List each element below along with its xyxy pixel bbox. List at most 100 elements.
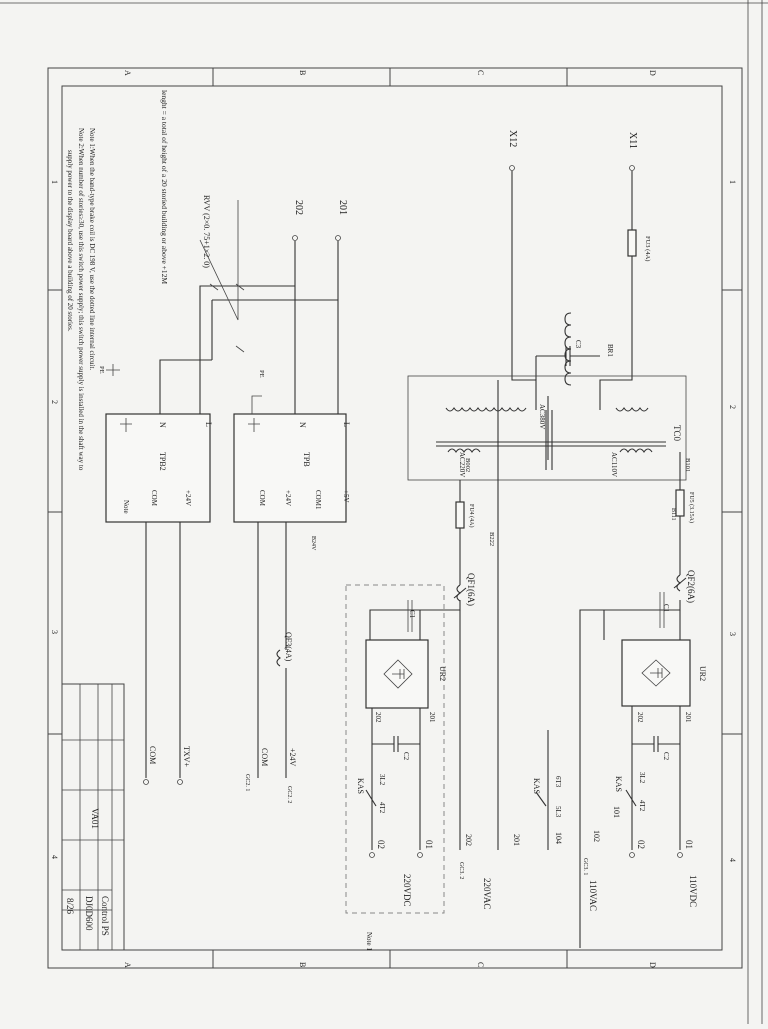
zone-col-2-right: 2 [728, 405, 737, 409]
upper-ac-voltage: 110VAC [588, 880, 598, 911]
tpb2-out-txv: TXV+ [182, 746, 191, 767]
rectifier-circuit-110vdc: C1 UR2 201 202 C2 KAS 3L2 4T2 01 02 110V… [532, 592, 707, 948]
fuse-fu5 [675, 489, 685, 517]
tpb-out-24v: +24V [288, 748, 297, 767]
secondary-110v: AC110V [610, 452, 618, 477]
fuse-fu4 [455, 501, 465, 529]
outer-frame [47, 67, 743, 969]
zone-col-3: 3 [50, 630, 59, 634]
b101-label: B101 [684, 458, 691, 472]
zone-label-a: A [123, 70, 132, 76]
inner-frame [61, 85, 723, 951]
terminal-201-label: 201 [337, 200, 348, 215]
tpb-24v: +24V [284, 490, 292, 506]
tpb-5v: +5V [342, 490, 350, 503]
upper-wire-201: 201 [684, 712, 692, 723]
tpb-gc2-1: GC2. 1 [244, 774, 250, 791]
zone-col-1-right: 1 [728, 180, 737, 184]
tpb-name: TPB [302, 452, 311, 467]
upper-wire-104: 104 [554, 832, 563, 844]
zone-col-4: 4 [50, 855, 59, 859]
tpb2-com: COM [150, 490, 158, 507]
tpb2-l-terminal: L [204, 422, 213, 427]
title-block: Control PS DJ0D600 8/26 VA01 [61, 683, 125, 951]
tpb2-note: Note [122, 500, 130, 514]
upper-dc-voltage: 110VDC [688, 875, 698, 907]
lower-wire-202: 202 [374, 712, 382, 723]
lower-wire-201: 201 [428, 712, 436, 723]
ac-wire-201: 201 [512, 834, 521, 846]
upper-3l2-label: 3L2 [638, 772, 646, 784]
upper-output-02: 02 [636, 840, 646, 849]
tpb-gc2-2: GC2. 2 [286, 786, 292, 803]
breaker-qf3-label: QF3(4A) [284, 632, 293, 662]
tpb-com1: COM1 [314, 490, 322, 510]
upper-kas-label: KAS [614, 776, 623, 792]
fuse-fu4-label: FU4 (4A) [468, 504, 475, 528]
upper-output-01: 01 [684, 840, 694, 849]
tpb-out-com: COM [260, 748, 269, 766]
breaker-qf2-label: QF2(6A) [686, 570, 696, 603]
zone-label-d-bottom: D [648, 962, 657, 968]
drawing-code: VA01 [90, 808, 100, 829]
ac-wire-202: 202 [464, 834, 473, 846]
primary-voltage: AC380V [538, 404, 546, 429]
cable-rvv-label: RVV (2×0. 75+1×2. 0) [202, 195, 211, 268]
fuse-fu3-label: FU3 (4A) [644, 236, 651, 261]
lower-c2-label: C2 [402, 752, 410, 761]
drawing-number: DJ0D600 [84, 896, 94, 931]
zone-label-c-bottom: C [476, 962, 485, 967]
zone-label-c: C [476, 70, 485, 75]
tpb2-24v: +24V [184, 490, 192, 506]
lower-output-01: 01 [424, 840, 434, 849]
terminal-202-label: 202 [293, 200, 304, 215]
note-2: Note 2:When number of stories≥30, use th… [77, 128, 85, 471]
drawing-name: Control PS [100, 896, 110, 936]
secondary-220v: AC220V [458, 452, 466, 477]
note-1-reference: Note 1 [365, 932, 373, 951]
upper-5l3-label: 5L3 [554, 806, 562, 818]
tpb-com: COM [258, 490, 266, 507]
zone-col-2: 2 [50, 400, 59, 404]
tpb-n-terminal: N [298, 422, 307, 428]
terminal-x12 [509, 165, 515, 171]
fuse-fu3 [627, 229, 637, 257]
rectifier-circuit-220vdc: C1 UR2 201 202 C2 KAS 3L2 4T2 01 02 220V… [345, 380, 521, 914]
tpb-l-terminal: L [342, 422, 351, 427]
ac-gc3-2: GC3. 2 [458, 862, 464, 879]
capacitor-c3-label: C3 [574, 340, 582, 349]
transformer-name: TC0 [672, 425, 682, 442]
note-2-continued: supply power to the display board above … [66, 150, 74, 332]
b222-label: B222 [488, 532, 495, 546]
tpb-b24v: B24V [310, 536, 316, 551]
upper-c2-label: C2 [662, 752, 670, 761]
breaker-qf1-label: QF1(6A) [466, 573, 476, 606]
terminal-x12-label: X12 [507, 130, 518, 147]
ac-220-voltage: 220VAC [482, 878, 492, 909]
terminal-202 [292, 235, 298, 241]
zone-col-1: 1 [50, 180, 59, 184]
note-1: Note 1:When the band-type brake coil is … [88, 128, 96, 370]
power-supply-tpb2: TPB2 L N +24V COM Note PE TXV+ COM [98, 364, 213, 785]
br1-label: BR1 [606, 344, 614, 357]
tpb2-n-terminal: N [158, 422, 167, 428]
lower-4t2-label: 4T2 [378, 802, 386, 814]
tpb-pe: PE [258, 370, 265, 378]
tpb2-pe: PE [98, 366, 105, 374]
transformer-tc0: TC0 AC380V AC110V AC220V [407, 312, 687, 481]
zone-col-4-right: 4 [728, 858, 737, 862]
zone-label-b: B [298, 70, 307, 75]
b111-label: B111 [670, 508, 676, 521]
length-note: lenght = a total of height of a 20 stori… [160, 90, 169, 284]
upper-gc3-1: GC3. 1 [582, 858, 588, 875]
tpb2-out-com: COM [148, 746, 157, 764]
breaker-qf1: QF1(6A) [453, 573, 476, 606]
lower-rectifier-label: UR2 [438, 666, 447, 681]
upper-4t2-label: 4T2 [638, 800, 646, 812]
upper-6t3-label: 6T3 [554, 776, 562, 788]
upper-rectifier-label: UR2 [698, 666, 707, 681]
b002-label: B002 [464, 458, 471, 472]
zone-label-a-bottom: A [123, 962, 132, 968]
